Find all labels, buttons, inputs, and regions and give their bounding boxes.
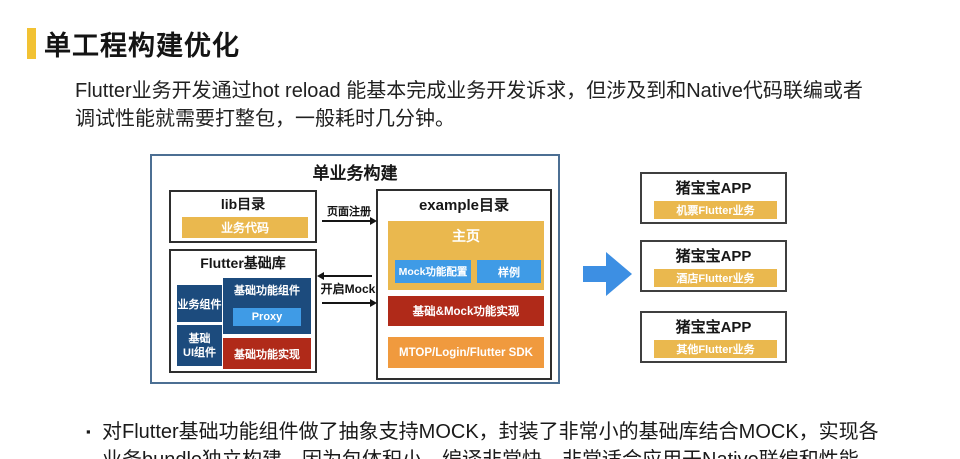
flutter-base-box: Flutter基础库 业务组件 基础 UI组件 基础功能组件 Proxy 基础功…	[169, 249, 317, 373]
app-box-hotel: 猪宝宝APP 酒店Flutter业务	[640, 240, 787, 292]
home-page-label: 主页	[452, 228, 480, 244]
business-code-block: 业务代码	[182, 217, 308, 238]
flow-arrow-icon	[583, 252, 632, 296]
enable-mock-arrow-right-icon	[322, 299, 377, 307]
intro-line-2: 调试性能就需要打整包，一般耗时几分钟。	[75, 108, 455, 130]
business-component-block: 业务组件	[177, 285, 222, 322]
sdk-block: MTOP/Login/Flutter SDK	[388, 337, 544, 368]
flutter-base-title: Flutter基础库	[200, 255, 286, 271]
page-register-arrow-icon	[322, 217, 377, 225]
base-ui-component-block: 基础 UI组件	[177, 325, 222, 366]
home-page-block: 主页 Mock功能配置 样例	[388, 221, 544, 290]
app-title: 猪宝宝APP	[675, 248, 752, 265]
example-dir-box: example目录 主页 Mock功能配置 样例 基础&Mock功能实现 MTO…	[376, 189, 552, 380]
app-service-chip: 机票Flutter业务	[654, 201, 777, 219]
page-register-label: 页面注册	[327, 206, 371, 218]
base-func-impl-block: 基础功能实现	[223, 338, 311, 369]
app-title: 猪宝宝APP	[675, 319, 752, 336]
bullet-item: ▪ 对Flutter基础功能组件做了抽象支持MOCK，封装了非常小的基础库结合M…	[86, 418, 896, 459]
single-build-diagram: 单业务构建 lib目录 业务代码 Flutter基础库 业务组件 基础 UI组件…	[150, 154, 560, 384]
bullet-line-2: 业务bundle独立构建，因为包体积小，编译非常快，非常适合应用于Native联…	[102, 446, 879, 459]
bullet-line-1: 对Flutter基础功能组件做了抽象支持MOCK，封装了非常小的基础库结合MOC…	[102, 421, 879, 443]
app-service-chip: 其他Flutter业务	[654, 340, 777, 358]
app-box-other: 猪宝宝APP 其他Flutter业务	[640, 311, 787, 363]
intro-paragraph: Flutter业务开发通过hot reload 能基本完成业务开发诉求，但涉及到…	[75, 77, 905, 133]
intro-line-1: Flutter业务开发通过hot reload 能基本完成业务开发诉求，但涉及到…	[75, 80, 863, 102]
lib-dir-box: lib目录 业务代码	[169, 190, 317, 243]
example-dir-title: example目录	[418, 197, 510, 214]
enable-mock-arrow-left-icon	[317, 272, 372, 280]
title-accent-bar	[27, 28, 36, 59]
bullet-marker-icon: ▪	[86, 424, 91, 439]
base-func-component-label: 基础功能组件	[234, 285, 300, 297]
app-service-chip: 酒店Flutter业务	[654, 269, 777, 287]
diagram-title: 单业务构建	[312, 164, 398, 183]
sample-block: 样例	[477, 260, 541, 283]
bullet-text: 对Flutter基础功能组件做了抽象支持MOCK，封装了非常小的基础库结合MOC…	[102, 418, 879, 459]
mock-config-block: Mock功能配置	[395, 260, 471, 283]
lib-dir-title: lib目录	[220, 196, 266, 212]
app-box-flight: 猪宝宝APP 机票Flutter业务	[640, 172, 787, 224]
base-func-component-block: 基础功能组件 Proxy	[223, 278, 311, 334]
app-title: 猪宝宝APP	[675, 180, 752, 197]
base-mock-impl-block: 基础&Mock功能实现	[388, 296, 544, 326]
page-title: 单工程构建优化	[44, 31, 240, 61]
enable-mock-label: 开启Mock	[320, 282, 376, 296]
proxy-block: Proxy	[233, 308, 301, 326]
